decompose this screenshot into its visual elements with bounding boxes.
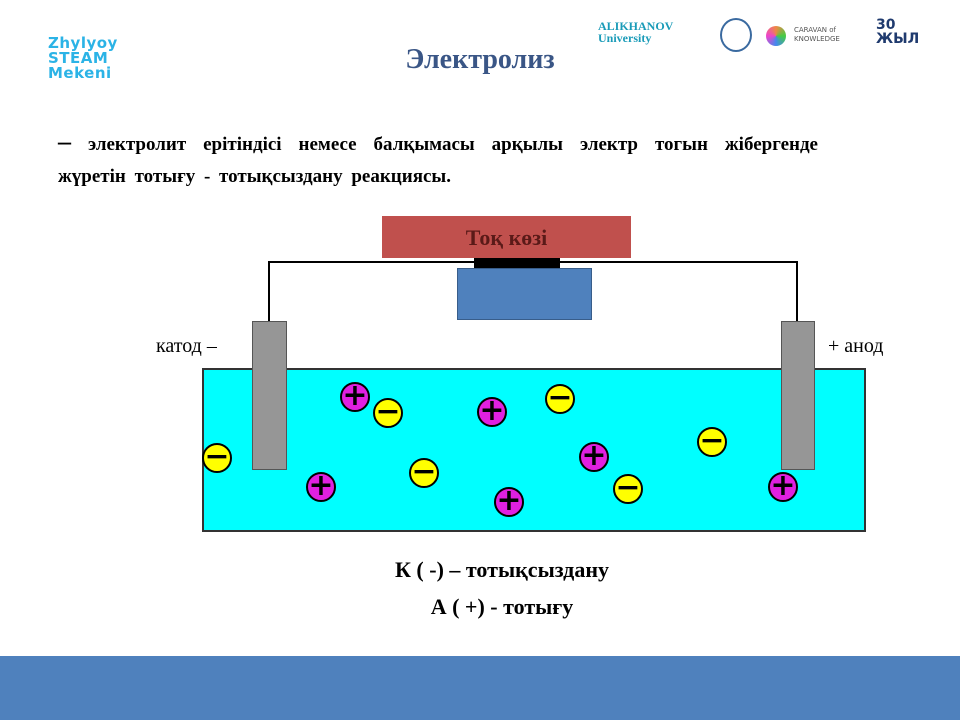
footer-band (0, 656, 960, 720)
alikhanov-university-logo: ALIKHANOV University (598, 19, 674, 45)
logo-line: STEAM (48, 49, 109, 67)
anode-reaction: А ( +) - тотығу (430, 594, 574, 619)
30-years-logo: 30 ЖЫЛ (876, 17, 920, 47)
anion: − (202, 442, 232, 473)
cation: + (579, 441, 609, 472)
cation: + (494, 486, 524, 517)
anion: − (409, 457, 439, 488)
cathode-electrode (252, 321, 287, 470)
cation: + (306, 471, 336, 502)
battery (457, 268, 592, 320)
anode-label: + анод (828, 335, 884, 357)
cathode-reaction: К ( -) – тотықсыздану (394, 557, 609, 582)
dash: – (58, 127, 71, 156)
battery-terminal (474, 258, 560, 268)
cathode-label: катод – (156, 335, 217, 357)
caravan-of-knowledge-logo: CARAVAN of KNOWLEDGE (794, 26, 840, 43)
definition-body: электролит ерітіндісі немесе балқымасы а… (58, 134, 818, 187)
cation: + (477, 396, 507, 427)
page-title: Электролиз (405, 44, 555, 75)
logo-line: Zhylyoy (48, 34, 118, 52)
electrolyte-tank (202, 368, 866, 532)
cation: + (340, 381, 370, 412)
anode-electrode (781, 321, 815, 470)
anion: − (697, 426, 727, 457)
seal-logo (720, 18, 752, 52)
cation: + (768, 471, 798, 502)
definition-text: – электролит ерітіндісі немесе балқымасы… (58, 126, 818, 193)
caravan-icon (766, 26, 786, 46)
anion: − (373, 397, 403, 428)
logo-line: Mekeni (48, 64, 112, 82)
power-source: Тоқ көзі (382, 216, 631, 258)
zhylyoy-steam-logo: Zhylyoy STEAM Mekeni (48, 36, 118, 81)
anion: − (545, 383, 575, 414)
anion: − (613, 473, 643, 504)
power-source-label: Тоқ көзі (465, 225, 548, 250)
